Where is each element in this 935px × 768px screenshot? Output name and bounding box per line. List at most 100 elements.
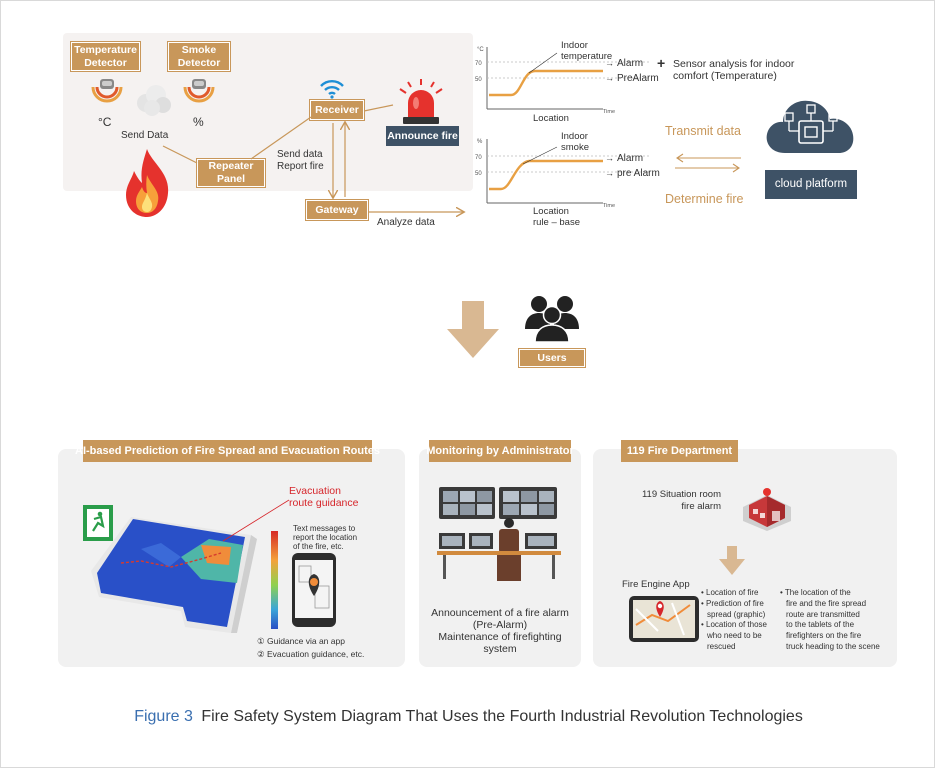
smoke-cloud-icon bbox=[137, 85, 171, 116]
smoke-graph: % 70 50 Indoor smoke → Alarm → pre Alarm… bbox=[475, 131, 660, 228]
sensor-analysis-line2: comfort (Temperature) bbox=[673, 70, 777, 82]
cloud-platform-tag: cloud platform bbox=[765, 170, 857, 199]
fire-info-bullets-left: • Location of fire • Prediction of fire … bbox=[701, 588, 767, 653]
bullet-left-6-text: rescued bbox=[707, 641, 736, 651]
situation-room-line1: 119 Situation room bbox=[641, 489, 721, 500]
smoke-prealarm-arrow: → bbox=[605, 168, 614, 178]
smoke-tick-high: 70 bbox=[475, 155, 482, 161]
monitoring-desc-line3: Maintenance of firefighting bbox=[438, 631, 562, 643]
small-down-arrow-icon bbox=[719, 546, 745, 575]
smoke-xlabel-rule: rule – base bbox=[533, 217, 580, 228]
repeater-to-receiver-line bbox=[250, 116, 312, 160]
detector-to-repeater-line bbox=[162, 145, 198, 164]
repeater-panel-line1: Repeater bbox=[208, 160, 254, 172]
siren-icon bbox=[399, 79, 443, 124]
bullet-left-4-text: Location of those bbox=[706, 620, 767, 630]
smoke-prealarm-label: pre Alarm bbox=[617, 168, 660, 179]
announce-fire-tag: Announce fire bbox=[386, 126, 459, 146]
bullet-left-1-text: Location of fire bbox=[706, 588, 759, 597]
situation-room-line2: fire alarm bbox=[681, 501, 721, 512]
smoke-detector-line2: Detector bbox=[177, 56, 221, 69]
fire-engine-app-label: Fire Engine App bbox=[622, 579, 690, 590]
repeater-panel-tag: Repeater Panel bbox=[197, 159, 265, 187]
monitoring-desc-line1: Announcement of a fire alarm bbox=[431, 607, 569, 619]
bullet-right-6-text: truck heading to the scene bbox=[786, 641, 880, 651]
bullet-right-4-text: to the tablets of the bbox=[786, 620, 855, 630]
send-data-report-label: Send data Report fire bbox=[277, 149, 324, 173]
smoke-detector-line1: Smoke bbox=[181, 43, 217, 56]
bullet-left-3: spread (graphic) bbox=[701, 610, 767, 621]
bullet-left-4: • Location of those bbox=[701, 620, 767, 630]
cloud-icon bbox=[766, 100, 854, 153]
evacuation-guidance-etc-label: ② Evacuation guidance, etc. bbox=[257, 649, 365, 659]
top-connectors bbox=[162, 104, 935, 261]
temp-time-label: Time bbox=[603, 109, 615, 115]
evacuation-pointer-line bbox=[222, 499, 290, 542]
figure-caption: Figure 3 Fire Safety System Diagram That… bbox=[1, 708, 935, 726]
temp-prealarm-arrow: → bbox=[605, 73, 614, 83]
users-icon bbox=[525, 296, 579, 343]
guidance-app-label: ① Guidance via an app bbox=[257, 636, 345, 646]
fire-info-bullets-right: • The location of the fire and the fire … bbox=[780, 588, 880, 653]
temperature-detector-icon bbox=[91, 79, 123, 103]
temp-unit: °C bbox=[477, 47, 484, 53]
bullet-left-2: • Prediction of fire bbox=[701, 598, 764, 608]
receiver-to-siren-line bbox=[363, 104, 394, 112]
plus-sign: + bbox=[657, 55, 666, 71]
send-data-line: Send data bbox=[277, 149, 323, 160]
temperature-detector-line1: Temperature bbox=[74, 43, 137, 56]
bullet-left-5: who need to be bbox=[701, 631, 767, 642]
figure-number: Figure 3 bbox=[134, 708, 193, 725]
smoke-series-label-2: smoke bbox=[561, 142, 589, 153]
bullet-right-2: fire and the fire spread bbox=[780, 599, 880, 610]
gateway-tag: Gateway bbox=[306, 200, 368, 220]
text-messages-line2: report the location bbox=[293, 533, 358, 542]
temp-alarm-label: Alarm bbox=[617, 58, 643, 69]
smartphone-icon bbox=[292, 553, 336, 627]
smoke-tick-low: 50 bbox=[475, 171, 482, 177]
sensor-analysis-line1: Sensor analysis for indoor bbox=[673, 58, 795, 70]
smoke-unit: % bbox=[477, 139, 483, 145]
smoke-alarm-label: Alarm bbox=[617, 153, 643, 164]
evacuation-guidance-label: Evacuation route guidance bbox=[289, 485, 358, 509]
text-messages-line3: of the fire, etc. bbox=[293, 542, 344, 551]
temp-series-label-1: Indoor bbox=[561, 40, 588, 51]
smoke-xlabel: Location bbox=[533, 206, 569, 217]
bullet-right-3: route are transmitted bbox=[780, 610, 880, 621]
down-arrow-icon bbox=[447, 301, 499, 358]
temp-series-label-2: temperature bbox=[561, 51, 612, 62]
fire-department-title: 119 Fire Department bbox=[621, 440, 738, 462]
bullet-right-5-text: firefighters on the fire bbox=[786, 631, 862, 641]
bullet-right-2-text: fire and the fire spread bbox=[786, 598, 867, 608]
monitoring-desc-line2: (Pre-Alarm) bbox=[472, 619, 528, 631]
fire-icon bbox=[126, 149, 169, 217]
bullet-right-1-text: The location of the bbox=[784, 588, 851, 597]
smoke-detector-icon bbox=[183, 79, 215, 103]
smoke-series-label-1: Indoor bbox=[561, 131, 588, 142]
evacuation-map-illustration bbox=[83, 505, 257, 633]
report-fire-line: Report fire bbox=[277, 161, 324, 172]
temperature-detector-tag: Temperature Detector bbox=[71, 42, 140, 71]
sensor-analysis-label: Sensor analysis for indoor comfort (Temp… bbox=[673, 58, 794, 82]
determine-fire-label: Determine fire bbox=[665, 192, 744, 206]
control-room-illustration bbox=[437, 487, 561, 581]
figure-caption-text: Fire Safety System Diagram That Uses the… bbox=[201, 708, 803, 725]
temp-tick-low: 50 bbox=[475, 77, 482, 83]
monitoring-title: Monitoring by Administrator bbox=[426, 440, 574, 462]
smoke-alarm-arrow: → bbox=[605, 153, 614, 163]
bullet-left-5-text: who need to be bbox=[707, 631, 762, 641]
bullet-left-6: rescued bbox=[701, 642, 767, 653]
temp-prealarm-label: PreAlarm bbox=[617, 73, 659, 84]
evacuation-line1: Evacuation bbox=[289, 485, 341, 497]
bullet-left-3-text: spread (graphic) bbox=[707, 609, 766, 619]
bullet-right-1: • The location of the bbox=[780, 588, 851, 597]
temp-alarm-arrow: → bbox=[605, 58, 614, 68]
users-tag: Users bbox=[519, 349, 585, 367]
monitoring-description: Announcement of a fire alarm (Pre-Alarm)… bbox=[420, 607, 580, 655]
analyze-data-label: Analyze data bbox=[377, 217, 435, 228]
smoke-time-label: Time bbox=[603, 203, 615, 209]
temp-tick-high: 70 bbox=[475, 61, 482, 67]
monitoring-desc-line4: system bbox=[483, 643, 517, 655]
evacuation-line2: route guidance bbox=[289, 497, 359, 509]
